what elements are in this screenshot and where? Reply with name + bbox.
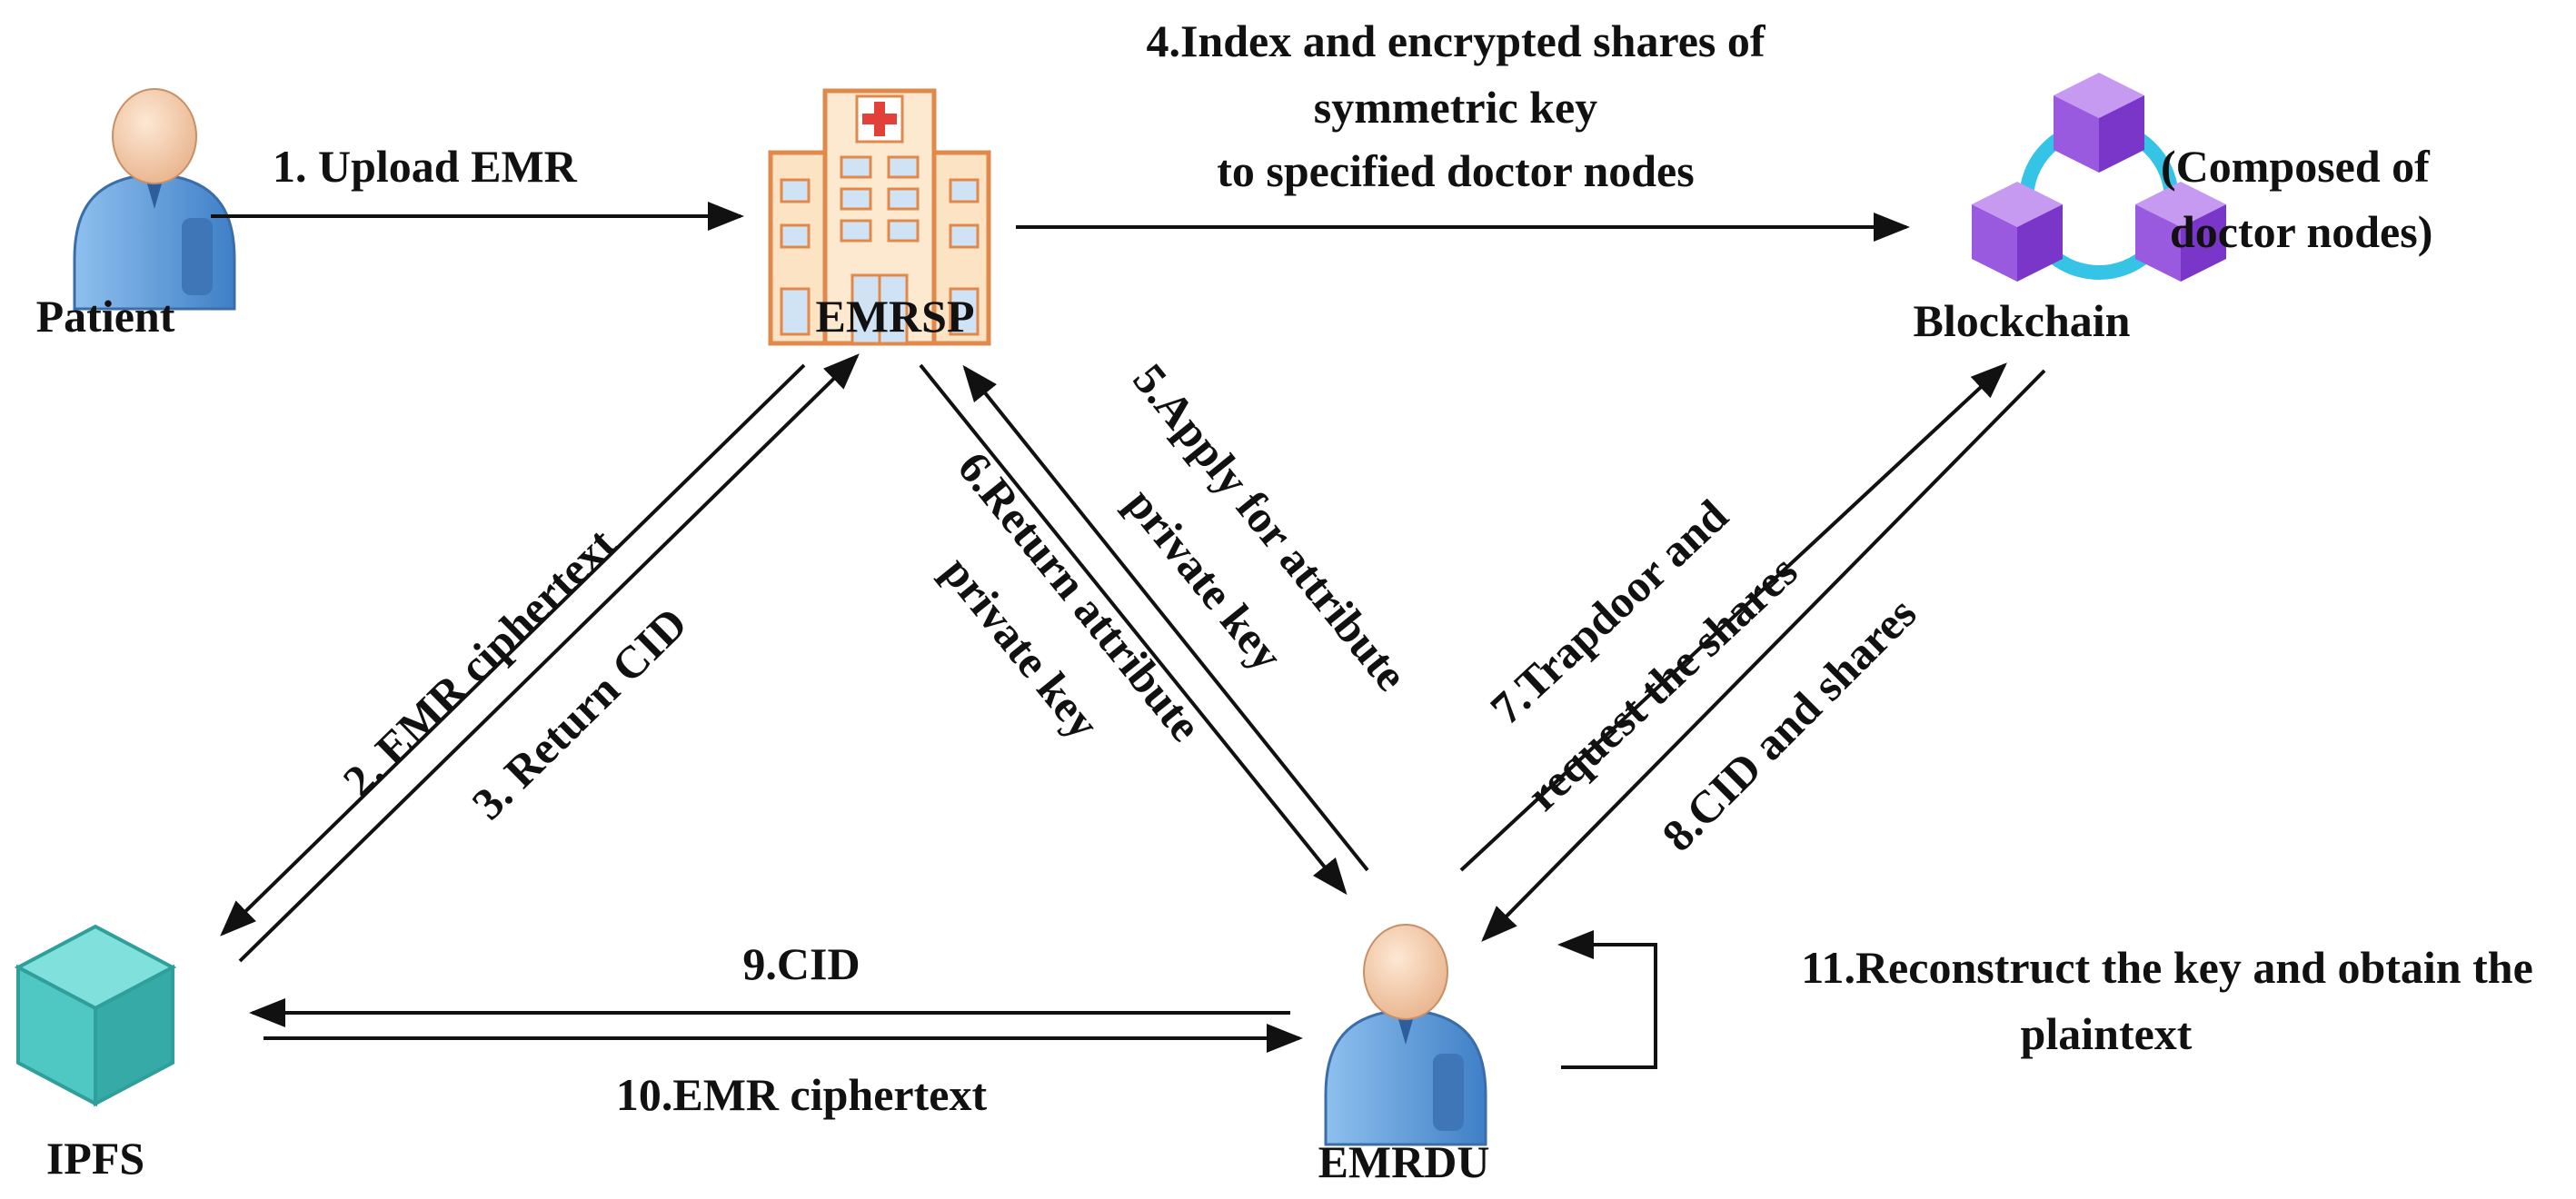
- step4-label-line1: 4.Index and encrypted shares of: [1146, 15, 1765, 66]
- arrow-apply-private-key: [962, 364, 1369, 872]
- step4-label-line2: symmetric key: [1314, 82, 1597, 133]
- hospital-icon: [768, 88, 991, 346]
- step11-label-line2: plaintext: [2021, 1008, 2193, 1059]
- step9-label: 9.CID: [742, 938, 860, 989]
- arrow-trapdoor-request: [1459, 362, 2007, 872]
- blockchain-icon: [1972, 73, 2226, 282]
- emrdu-person-icon: [1324, 924, 1487, 1146]
- blockchain-label: Blockchain: [1914, 295, 2131, 346]
- arrow-cid-and-shares: [1481, 369, 2046, 942]
- arrow-emr-ciphertext-to-ipfs: [220, 363, 806, 936]
- step11-label-line1: 11.Reconstruct the key and obtain the: [1801, 942, 2533, 993]
- arrow-reconstruct-loop: [1557, 930, 1657, 1069]
- blockchain-note-line2: doctor nodes): [2170, 206, 2432, 257]
- ipfs-cube-icon: [14, 924, 177, 1107]
- step4-label-line3: to specified doctor nodes: [1217, 145, 1694, 196]
- emrsp-label: EMRSP: [816, 291, 975, 342]
- patient-person-icon: [73, 88, 236, 311]
- emrdu-label: EMRDU: [1318, 1136, 1490, 1187]
- step10-label: 10.EMR ciphertext: [616, 1069, 988, 1120]
- ipfs-label: IPFS: [46, 1133, 144, 1184]
- step2-label: 2. EMR ciphertext: [333, 518, 625, 807]
- patient-label: Patient: [36, 291, 175, 342]
- arrow-return-private-key: [919, 363, 1348, 896]
- step1-label: 1. Upload EMR: [273, 141, 578, 192]
- blockchain-note-line1: (Composed of: [2161, 141, 2431, 192]
- arrow-return-cid-to-emrsp: [238, 353, 860, 963]
